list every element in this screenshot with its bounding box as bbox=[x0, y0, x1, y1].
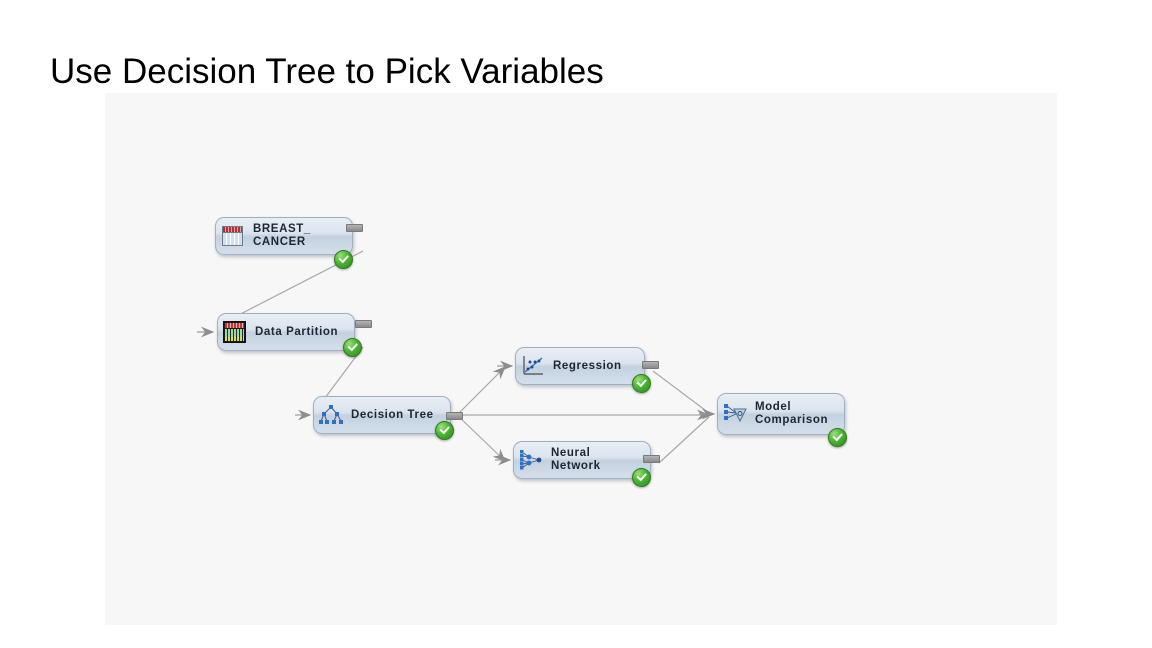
status-badge-regression bbox=[632, 374, 651, 393]
node-regression[interactable]: Regression bbox=[515, 347, 645, 385]
node-label-neural-network: Neural Network bbox=[551, 447, 601, 472]
status-badge-breast-cancer bbox=[334, 250, 353, 269]
model-comparison-icon bbox=[722, 401, 748, 427]
process-flow-diagram[interactable]: BREAST_ CANCER Data Partition bbox=[105, 93, 1057, 625]
status-badge-model-comparison bbox=[828, 428, 847, 447]
regression-scatter-icon bbox=[520, 353, 546, 379]
node-data-partition[interactable]: Data Partition bbox=[217, 313, 355, 351]
diagram-canvas[interactable]: BREAST_ CANCER Data Partition bbox=[105, 93, 1057, 625]
status-badge-data-partition bbox=[343, 338, 362, 357]
output-port-breast-cancer[interactable] bbox=[346, 224, 363, 232]
status-badge-neural-network bbox=[632, 468, 651, 487]
data-partition-icon bbox=[222, 319, 248, 345]
node-breast-cancer[interactable]: BREAST_ CANCER bbox=[215, 217, 353, 255]
wire-regression-to-modelcomparison bbox=[652, 370, 710, 414]
output-port-decision-tree[interactable] bbox=[446, 412, 463, 420]
node-neural-network[interactable]: Neural Network bbox=[513, 441, 651, 479]
wire-neuralnetwork-to-modelcomparison bbox=[658, 416, 710, 464]
output-port-neural-network[interactable] bbox=[643, 455, 660, 463]
neural-network-icon bbox=[518, 447, 544, 473]
node-decision-tree[interactable]: Decision Tree bbox=[313, 396, 451, 434]
wire-decisiontree-to-regression bbox=[456, 366, 506, 416]
node-label-data-partition: Data Partition bbox=[255, 325, 339, 338]
node-model-comparison[interactable]: Model Comparison bbox=[717, 393, 845, 435]
node-label-breast-cancer: BREAST_ CANCER bbox=[253, 223, 311, 248]
wire-decisiontree-to-neuralnetwork bbox=[456, 414, 506, 462]
node-label-decision-tree: Decision Tree bbox=[351, 408, 434, 421]
data-source-table-icon bbox=[220, 223, 246, 249]
page-title: Use Decision Tree to Pick Variables bbox=[50, 52, 604, 91]
output-port-data-partition[interactable] bbox=[355, 320, 372, 328]
status-badge-decision-tree bbox=[435, 421, 454, 440]
decision-tree-icon bbox=[318, 402, 344, 428]
node-label-model-comparison: Model Comparison bbox=[755, 401, 829, 426]
node-label-regression: Regression bbox=[553, 359, 622, 372]
output-port-regression[interactable] bbox=[642, 361, 659, 369]
